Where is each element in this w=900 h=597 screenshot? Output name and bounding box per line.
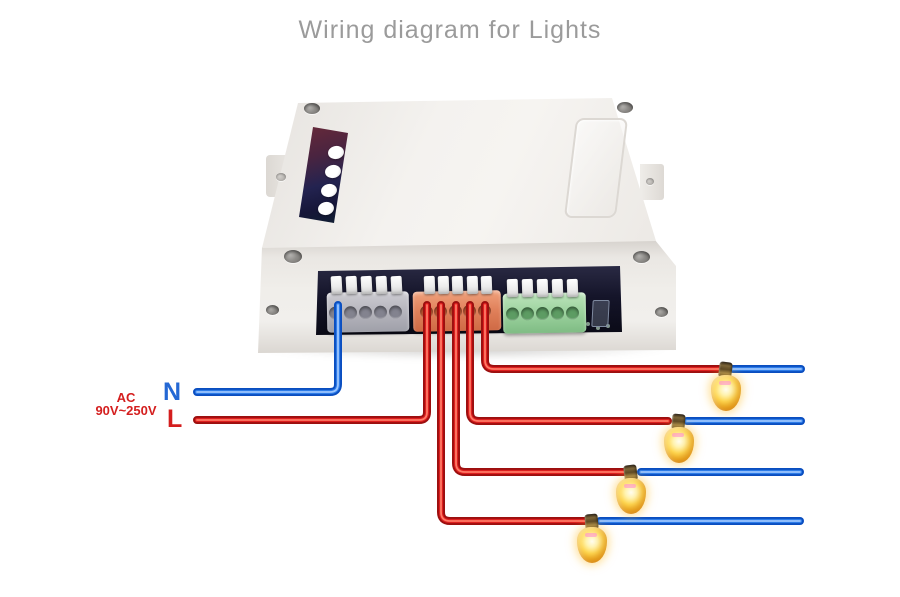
terminal-lever xyxy=(360,275,372,295)
terminal-lever xyxy=(375,275,387,295)
ac-label: AC xyxy=(116,390,136,405)
terminal-lever xyxy=(423,275,435,295)
screw-hole xyxy=(304,102,320,114)
channel-button xyxy=(323,162,343,180)
screw-hole xyxy=(646,177,654,185)
pcb-component xyxy=(591,300,610,327)
terminal-lever xyxy=(345,275,357,295)
channel-button xyxy=(326,143,346,161)
terminal-lever xyxy=(390,275,402,295)
neutral-label: N xyxy=(163,378,182,406)
terminal-lever xyxy=(566,278,578,298)
terminal-lever xyxy=(506,278,518,298)
terminal-lever xyxy=(330,275,342,295)
screw-hole xyxy=(284,249,302,263)
diagram-title: Wiring diagram for Lights xyxy=(298,16,602,44)
screw-hole xyxy=(276,173,286,181)
screw-hole xyxy=(265,305,279,315)
terminal-lever xyxy=(536,278,548,298)
terminal-lever xyxy=(466,275,478,295)
voltage-label: 90V~250V xyxy=(95,403,157,418)
screw-hole xyxy=(632,251,650,263)
screw-hole xyxy=(617,101,633,113)
terminal-lever xyxy=(451,275,463,295)
screw-hole xyxy=(654,307,668,317)
line-label: L xyxy=(167,405,183,433)
pcb-dot xyxy=(586,322,590,326)
terminal-lever xyxy=(551,278,563,298)
channel-button xyxy=(319,181,339,199)
terminal-lever xyxy=(521,278,533,298)
terminal-lever xyxy=(480,275,492,295)
terminal-lever xyxy=(437,275,449,295)
channel-button xyxy=(316,199,336,217)
